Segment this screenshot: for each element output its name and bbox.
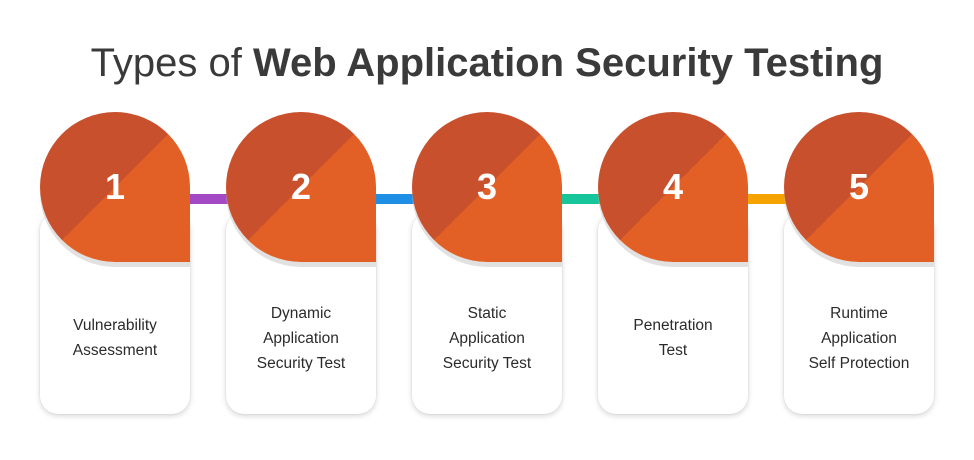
step-badge <box>40 112 190 262</box>
connector-1-2 <box>188 194 228 204</box>
step-number: 2 <box>290 166 312 207</box>
title-bold: Web Application Security Testing <box>252 41 884 85</box>
step-number: 3 <box>476 166 498 207</box>
step-card-4: 4 Penetration Test <box>598 112 748 414</box>
step-number: 4 <box>662 166 684 207</box>
step-number: 5 <box>848 166 870 207</box>
step-number: 1 <box>104 166 126 207</box>
step-card-3: 3 Static Application Security Test <box>412 112 562 414</box>
step-label: Penetration Test <box>633 317 713 359</box>
step-badge <box>226 112 376 262</box>
connector-2-3 <box>374 194 414 204</box>
step-badge <box>784 112 934 262</box>
step-card-5: 5 Runtime Application Self Protection <box>784 112 934 414</box>
step-badge <box>598 112 748 262</box>
connector-3-4 <box>560 194 600 204</box>
step-badge <box>412 112 562 262</box>
step-label: Runtime Application Self Protection <box>808 304 910 372</box>
title-light: Types of <box>90 41 242 85</box>
step-label: Vulnerability Assessment <box>72 317 158 359</box>
step-label: Dynamic Application Security Test <box>256 304 346 372</box>
connector-4-5 <box>746 194 786 204</box>
step-card-2: 2 Dynamic Application Security Test <box>226 112 376 414</box>
step-card-1: 1 Vulnerability Assessment <box>40 112 190 414</box>
page-title: Types of Web Application Security Testin… <box>0 38 974 88</box>
step-label: Static Application Security Test <box>442 304 532 372</box>
